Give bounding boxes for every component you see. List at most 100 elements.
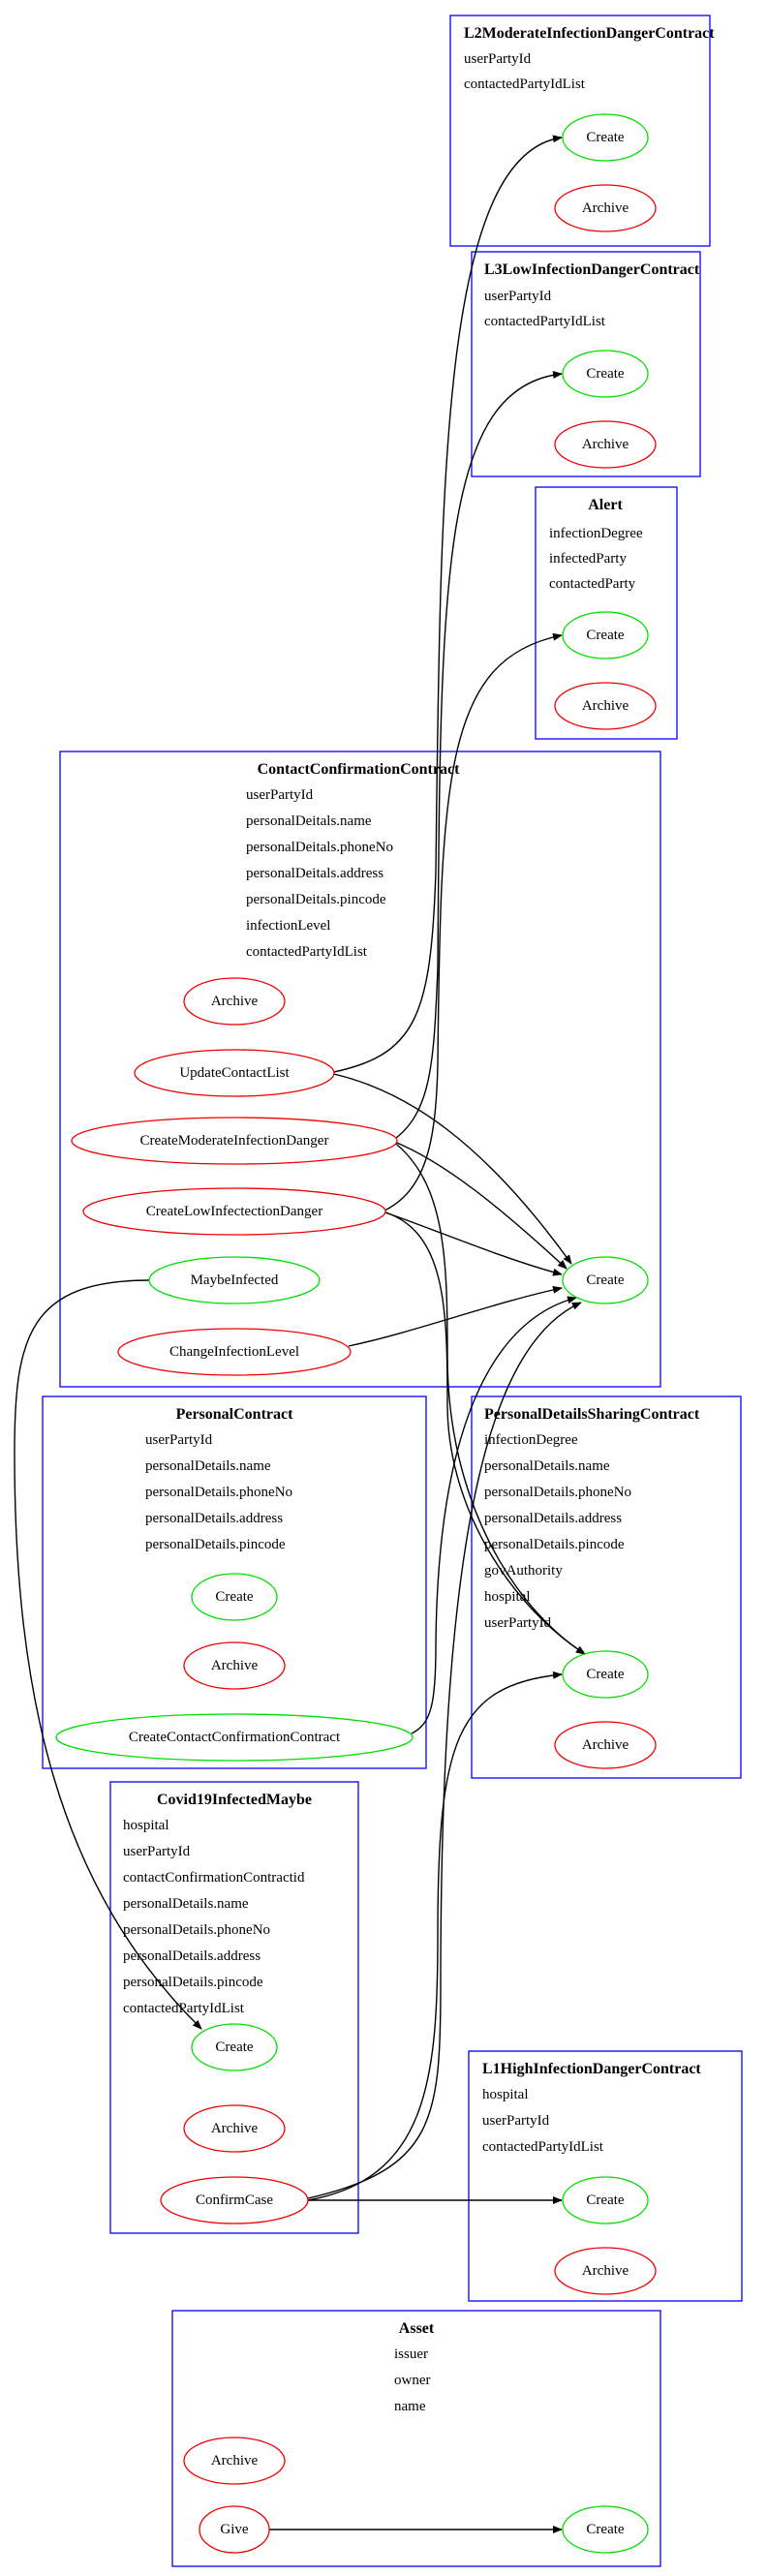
template-field: personalDetails.address bbox=[123, 1948, 261, 1964]
choice-label: Archive bbox=[582, 1737, 629, 1753]
choice-ellipse[interactable] bbox=[554, 682, 657, 730]
choice-ellipse[interactable] bbox=[191, 2023, 278, 2071]
choice-ellipse[interactable] bbox=[562, 2176, 649, 2224]
template-title: Alert bbox=[588, 497, 623, 513]
choice-ellipse[interactable] bbox=[554, 420, 657, 469]
template-field: personalDeitals.phoneNo bbox=[246, 840, 393, 855]
choice-node-create[interactable]: Create bbox=[562, 350, 649, 398]
choice-ellipse[interactable] bbox=[562, 1650, 649, 1699]
choice-ellipse[interactable] bbox=[554, 2247, 657, 2295]
template-field: infectionDegree bbox=[484, 1432, 578, 1448]
choice-ellipse[interactable] bbox=[554, 1721, 657, 1769]
edge-create-low-infectection-danger-to-personal-details-sharing-contract bbox=[382, 1211, 586, 1655]
template-field: personalDetails.name bbox=[123, 1896, 249, 1912]
choice-node-confirm-case[interactable]: ConfirmCase bbox=[160, 2176, 309, 2224]
choice-node-create[interactable]: Create bbox=[562, 1256, 649, 1304]
template-field: contactConfirmationContractid bbox=[123, 1870, 305, 1886]
choice-ellipse[interactable] bbox=[82, 1187, 386, 1236]
choice-label: Create bbox=[586, 2522, 624, 2537]
choice-ellipse[interactable] bbox=[160, 2176, 309, 2224]
template-field: owner bbox=[394, 2373, 431, 2388]
template-field: userPartyId bbox=[484, 1615, 552, 1631]
choice-ellipse[interactable] bbox=[562, 1256, 649, 1304]
template-field: personalDetails.pincode bbox=[145, 1537, 286, 1552]
choice-node-create-low-infectection-danger[interactable]: CreateLowInfectectionDanger bbox=[82, 1187, 386, 1236]
choice-ellipse[interactable] bbox=[183, 2437, 286, 2485]
template-field: personalDeitals.name bbox=[246, 813, 372, 829]
choice-label: UpdateContactList bbox=[179, 1065, 290, 1081]
choice-label: CreateContactConfirmationContract bbox=[129, 1730, 341, 1745]
edge-confirm-case-to-contact-confirmation-contract bbox=[307, 1302, 582, 2199]
choice-node-create[interactable]: Create bbox=[562, 611, 649, 659]
template-field: contactedPartyIdList bbox=[464, 77, 586, 92]
edge-maybe-infected-to-covid19-infected-maybe bbox=[14, 1279, 202, 2030]
choice-ellipse[interactable] bbox=[183, 1641, 286, 1690]
choice-ellipse[interactable] bbox=[183, 2104, 286, 2153]
template-cluster-personal-details-sharing-contract: PersonalDetailsSharingContract infectionD… bbox=[471, 1395, 742, 1779]
choice-node-archive[interactable]: Archive bbox=[183, 1641, 286, 1690]
choice-node-create-moderate-infection-danger[interactable]: CreateModerateInfectionDanger bbox=[71, 1117, 398, 1165]
choice-ellipse[interactable] bbox=[562, 350, 649, 398]
template-field: hospital bbox=[482, 2087, 529, 2102]
template-field: personalDetails.pincode bbox=[123, 1975, 263, 1990]
template-title: PersonalContract bbox=[176, 1406, 294, 1423]
choice-ellipse[interactable] bbox=[562, 611, 649, 659]
template-title: ContactConfirmationContract bbox=[258, 761, 461, 778]
template-field: name bbox=[394, 2399, 426, 2414]
choice-label: Archive bbox=[211, 2121, 259, 2136]
template-title: L2ModerateInfectionDangerContract bbox=[464, 25, 715, 42]
choice-node-create[interactable]: Create bbox=[562, 2176, 649, 2224]
choice-label: Create bbox=[215, 1589, 253, 1605]
choice-node-update-contact-list[interactable]: UpdateContactList bbox=[134, 1049, 335, 1097]
choice-ellipse[interactable] bbox=[117, 1328, 352, 1376]
edge-confirm-case-to-personal-details-sharing-contract bbox=[307, 1671, 563, 2201]
choice-node-create-contact-confirmation-contract[interactable]: CreateContactConfirmationContract bbox=[55, 1713, 414, 1762]
choice-node-give[interactable]: Give bbox=[199, 2505, 270, 2554]
choice-ellipse[interactable] bbox=[148, 1256, 321, 1304]
cluster-border bbox=[171, 2310, 661, 2567]
choice-node-archive[interactable]: Archive bbox=[554, 1721, 657, 1769]
choice-label: Archive bbox=[211, 2453, 259, 2469]
choice-node-change-infection-level[interactable]: ChangeInfectionLevel bbox=[117, 1328, 352, 1376]
template-field: contactedPartyIdList bbox=[482, 2139, 604, 2155]
choice-label: Create bbox=[586, 130, 624, 145]
choice-label: Create bbox=[586, 1273, 624, 1288]
choice-ellipse[interactable] bbox=[554, 184, 657, 232]
choice-ellipse[interactable] bbox=[191, 1573, 278, 1621]
choice-node-create[interactable]: Create bbox=[191, 2023, 278, 2071]
choice-ellipse[interactable] bbox=[199, 2505, 270, 2554]
choice-node-archive[interactable]: Archive bbox=[183, 2104, 286, 2153]
choice-node-archive[interactable]: Archive bbox=[554, 2247, 657, 2295]
cluster-border bbox=[42, 1395, 427, 1769]
choice-ellipse[interactable] bbox=[71, 1117, 398, 1165]
cluster-border bbox=[109, 1781, 359, 2234]
template-title: PersonalDetailsSharingContract bbox=[484, 1406, 700, 1423]
template-field: contactedPartyIdList bbox=[246, 944, 368, 960]
choice-node-create[interactable]: Create bbox=[562, 2505, 649, 2554]
template-field: personalDetails.phoneNo bbox=[145, 1485, 292, 1500]
choice-node-archive[interactable]: Archive bbox=[183, 2437, 286, 2485]
choice-node-create[interactable]: Create bbox=[191, 1573, 278, 1621]
choice-node-archive[interactable]: Archive bbox=[554, 184, 657, 232]
choice-node-maybe-infected[interactable]: MaybeInfected bbox=[148, 1256, 321, 1304]
edge-update-contact-list-to-contact-confirmation-contract bbox=[328, 1072, 572, 1265]
choice-node-archive[interactable]: Archive bbox=[183, 977, 286, 1026]
template-field: userPartyId bbox=[246, 787, 314, 803]
choice-label: Create bbox=[586, 366, 624, 382]
edge-create-moderate-infection-danger-to-l3-low-infection-danger-contract bbox=[391, 371, 563, 1142]
choice-ellipse[interactable] bbox=[562, 113, 649, 162]
choice-node-create[interactable]: Create bbox=[562, 113, 649, 162]
choice-node-create[interactable]: Create bbox=[562, 1650, 649, 1699]
choice-node-archive[interactable]: Archive bbox=[554, 420, 657, 469]
choice-ellipse[interactable] bbox=[562, 2505, 649, 2554]
choice-label: Archive bbox=[582, 698, 629, 714]
choice-ellipse[interactable] bbox=[134, 1049, 335, 1097]
choice-label: Archive bbox=[211, 1658, 259, 1673]
template-title: L3LowInfectionDangerContract bbox=[484, 261, 700, 278]
choice-ellipse[interactable] bbox=[183, 977, 286, 1026]
template-field: infectionLevel bbox=[246, 918, 330, 934]
choice-node-archive[interactable]: Archive bbox=[554, 682, 657, 730]
choice-ellipse[interactable] bbox=[55, 1713, 414, 1762]
template-title: Asset bbox=[399, 2320, 435, 2337]
cluster-border bbox=[59, 751, 661, 1388]
